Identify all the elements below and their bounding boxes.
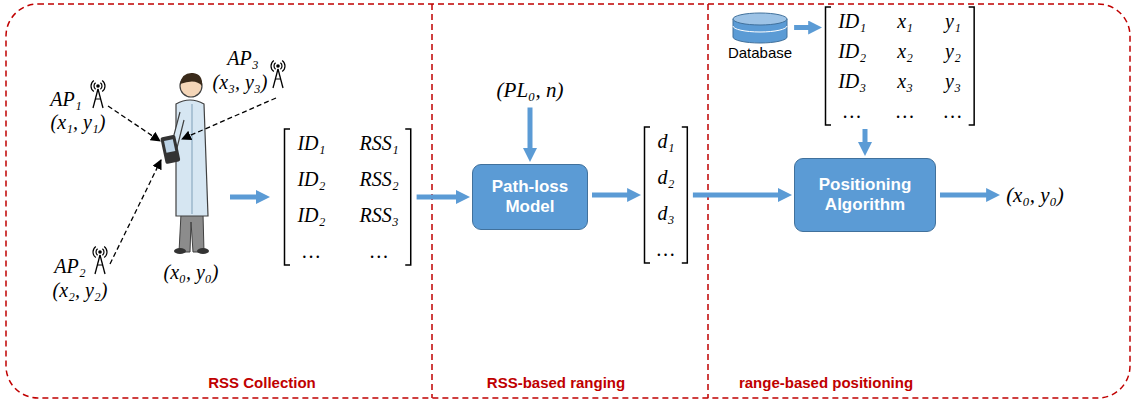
antenna-icon <box>91 80 105 108</box>
flow-arrow <box>417 195 462 200</box>
coordinate-matrix: ID₁ x₁ y₁ ID₂ x₂ y₂ ID₃ x₃ y₃ … … … <box>824 6 976 126</box>
rss-matrix: ID₁ RSS₁ ID₂ RSS₂ ID₂ RSS₃ … … <box>283 128 412 266</box>
matrix-cell: … <box>944 99 962 123</box>
distance-vector: d₁ d₂ d₃ … <box>643 126 689 264</box>
matrix-cell: x₁ <box>897 9 913 33</box>
flow-arrow <box>693 193 784 198</box>
process-box: Path-loss Model <box>472 164 588 230</box>
flow-arrow <box>528 108 533 155</box>
section-divider <box>707 4 709 398</box>
signal-arrow <box>110 160 161 264</box>
section-title: RSS Collection <box>208 374 316 391</box>
ap-name: AP₁ <box>50 88 81 111</box>
matrix-cell: ID₁ <box>838 9 866 33</box>
box-label: Path-loss Model <box>483 177 577 218</box>
node-label: Database <box>728 44 792 61</box>
matrix-cell: y₂ <box>945 39 961 63</box>
database-cylinder <box>731 12 789 44</box>
matrix-cell: ID₁ <box>297 131 325 155</box>
signal-arrow <box>108 106 160 141</box>
matrix-cell: RSS₃ <box>359 203 398 227</box>
position-output: (x₀, y₀) <box>1002 181 1068 210</box>
section-divider <box>431 4 433 398</box>
matrix-cell: ID₂ <box>838 39 866 63</box>
ap-coordinates: (x₁, y₁) <box>51 111 106 134</box>
matrix-cell: RSS₁ <box>359 131 398 155</box>
ap-name: AP₃ <box>227 47 258 70</box>
matrix-cell: ID₂ <box>297 167 325 191</box>
flow-arrow <box>863 129 868 148</box>
ap-coordinates: (x₂, y₂) <box>53 279 108 302</box>
person-figure <box>170 73 209 254</box>
flow-arrow <box>592 193 633 198</box>
matrix-cell: ID₃ <box>838 69 866 93</box>
matrix-cell: ID₂ <box>297 203 325 227</box>
matrix-cell: y₃ <box>945 69 961 93</box>
antenna-icons <box>91 60 285 274</box>
flow-arrow <box>230 195 262 200</box>
node-label: (PL₀, n) <box>497 78 564 103</box>
matrix-cell: y₁ <box>945 9 961 33</box>
antenna-icon <box>271 60 285 88</box>
flow-arrow <box>940 193 992 198</box>
ap-coordinates: (x₃, y₃) <box>213 71 268 94</box>
database-icon: Database <box>728 12 792 61</box>
matrix-cell: … <box>303 239 321 263</box>
matrix-cell: … <box>843 99 861 123</box>
matrix-cell: x₃ <box>897 69 913 93</box>
outer-border <box>6 4 1130 398</box>
user-coordinates: (x₀, y₀) <box>164 261 219 284</box>
process-box: Positioning Algorithm <box>794 158 936 232</box>
matrix-cell: … <box>896 99 914 123</box>
node-label: (x₀, y₀) <box>1006 183 1064 208</box>
antenna-icon <box>93 246 107 274</box>
box-label: Positioning Algorithm <box>805 175 925 216</box>
matrix-cell: d₁ <box>658 129 675 153</box>
matrix-cell: … <box>370 239 388 263</box>
matrix-cell: RSS₂ <box>359 167 398 191</box>
matrix-cell: … <box>657 237 675 261</box>
flow-arrow <box>794 25 814 30</box>
phone-icon <box>160 135 180 165</box>
model-parameters: (PL₀, n) <box>493 76 568 105</box>
ap-name: AP₂ <box>54 255 85 278</box>
section-title: range-based positioning <box>739 374 913 391</box>
matrix-cell: x₂ <box>897 39 913 63</box>
section-title: RSS-based ranging <box>487 374 625 391</box>
matrix-cell: d₃ <box>658 201 675 225</box>
matrix-cell: d₂ <box>658 165 675 189</box>
signal-arrow <box>182 98 276 139</box>
